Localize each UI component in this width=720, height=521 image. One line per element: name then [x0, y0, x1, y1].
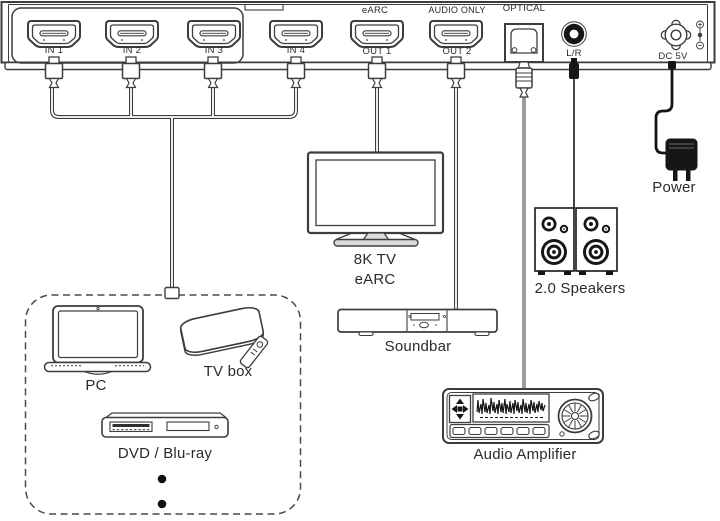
tv-label-line2: eARC: [354, 271, 396, 288]
speakers-icon: [534, 207, 618, 275]
dc-power-port-icon: [660, 19, 692, 51]
soundbar-icon: [337, 308, 498, 337]
amp-waveform: [476, 397, 546, 415]
amp-button-row: [452, 426, 546, 436]
optical-label: OPTICAL: [502, 3, 546, 14]
soundbar-label: Soundbar: [384, 338, 452, 355]
panel-top-tab: [244, 3, 284, 11]
hdmi-in-1-port-icon: [27, 20, 81, 48]
tv-box-label: TV box: [203, 363, 253, 380]
hdmi-in-4-port-icon: [269, 20, 323, 48]
laptop-icon: [43, 305, 152, 375]
source-devices-box: [24, 286, 302, 515]
audio-jack-port-icon: [561, 21, 587, 47]
out1-label: OUT 1: [362, 46, 392, 57]
tv-label-line1: 8K TV: [353, 251, 397, 268]
tv-box-icon: [179, 305, 269, 369]
power-adapter-icon: [665, 138, 698, 181]
bus-cable-connector: [164, 286, 180, 300]
power-label: Power: [652, 179, 696, 196]
dvd-player-icon: [101, 412, 229, 438]
amp-volume-knob-icon: [557, 398, 593, 434]
dvd-label: DVD / Blu-ray: [117, 445, 213, 462]
in3-label: IN 3: [204, 45, 224, 56]
hdmi-out-1-port-icon: [350, 20, 404, 48]
audio-jack-plug-icon: [569, 58, 579, 79]
amp-dpad-icon: [451, 398, 469, 420]
center-positive-polarity-icon: [696, 20, 704, 50]
remote-icon: [239, 335, 269, 369]
hdmi-input-cable-bus: [50, 88, 298, 288]
speakers-label: 2.0 Speakers: [534, 280, 626, 297]
in2-label: IN 2: [122, 45, 142, 56]
speaker-right: [575, 207, 618, 275]
speaker-left: [534, 207, 575, 275]
amplifier-icon: [442, 388, 604, 444]
hdmi-in-3-port-icon: [187, 20, 241, 48]
lr-label: L/R: [566, 48, 582, 59]
pc-label: PC: [85, 377, 107, 394]
tv-icon: [306, 151, 445, 247]
toslink-port-icon: [504, 23, 544, 63]
in4-label: IN 4: [286, 45, 306, 56]
power-cable: [654, 61, 676, 155]
hdmi-switch-panel: [0, 1, 716, 71]
optical-plug-icon: [515, 61, 533, 98]
ellipsis-dots: [157, 474, 167, 509]
earc-top-label: eARC: [361, 5, 389, 16]
panel-bottom-lip: [4, 61, 712, 71]
hdmi-out-2-port-icon: [429, 20, 483, 48]
hdmi-in-2-port-icon: [105, 20, 159, 48]
dc5v-label: DC 5V: [658, 51, 688, 62]
in1-label: IN 1: [44, 45, 64, 56]
out2-label: OUT 2: [442, 46, 472, 57]
audio-only-label: AUDIO ONLY: [428, 5, 486, 15]
amplifier-label: Audio Amplifier: [473, 446, 577, 463]
